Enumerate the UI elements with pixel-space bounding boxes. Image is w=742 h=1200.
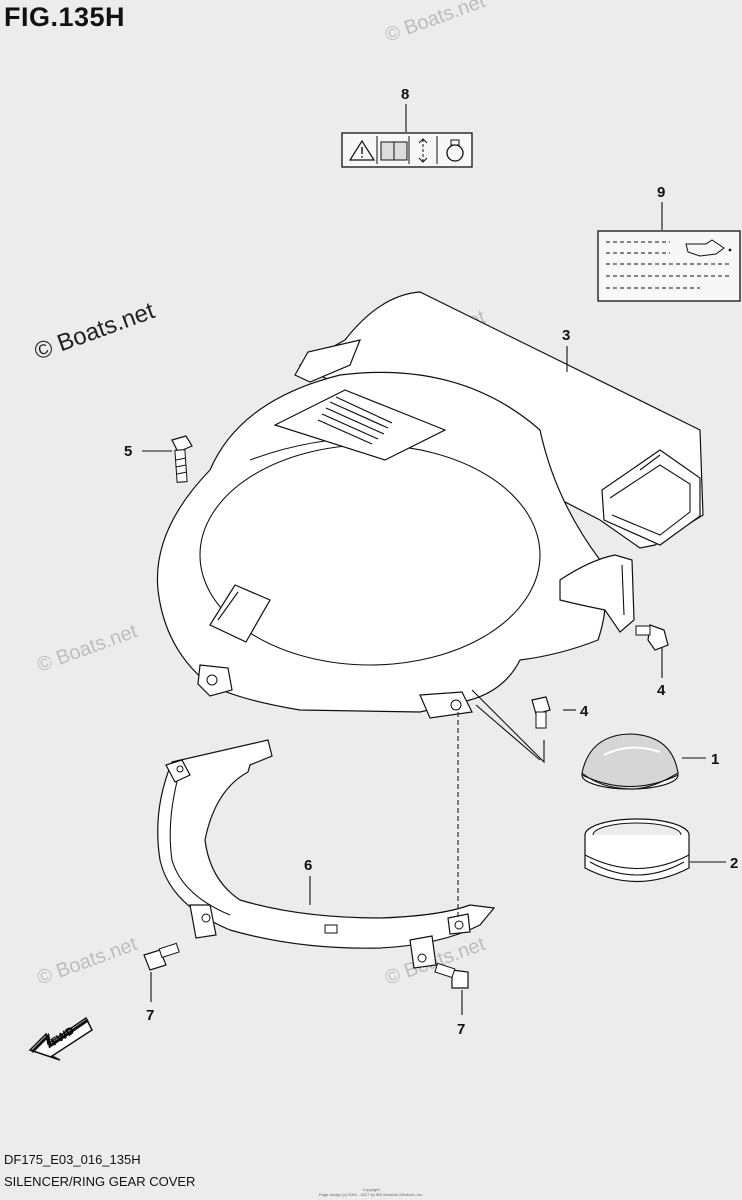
- watermark-text: © Boats.net: [34, 933, 140, 990]
- callout-6: 6: [304, 857, 312, 874]
- callout-3: 3: [562, 327, 570, 344]
- callout-2: 2: [730, 855, 738, 872]
- up-down-arrow-icon: [418, 138, 428, 163]
- watermark-text: © Boats.net: [31, 297, 159, 365]
- copyright-line-2: Page design (c) 2004 - 2017 by ARI Netwo…: [318, 1192, 424, 1197]
- oil-can-icon: [685, 239, 732, 257]
- gear-circle-icon: [446, 139, 464, 162]
- copyright-line-1: Copyright: [362, 1187, 380, 1192]
- part-9-oil-label[interactable]: [597, 202, 741, 302]
- figure-code: DF175_E03_016_135H: [4, 1152, 141, 1167]
- callout-5: 5: [124, 443, 132, 460]
- part-1-silencer-screen[interactable]: [581, 733, 679, 790]
- part-2-silencer-ring[interactable]: [584, 818, 690, 882]
- callout-1: 1: [711, 751, 719, 768]
- callout-4: 4: [580, 703, 589, 720]
- callout-7-right: 7: [457, 1021, 465, 1038]
- figure-title: FIG.135H: [4, 2, 126, 32]
- part-6-ring-gear-cover[interactable]: [157, 739, 496, 969]
- bolt-7-right[interactable]: [434, 962, 469, 989]
- callout-9: 9: [657, 184, 665, 201]
- manual-book-icon: [380, 141, 408, 161]
- warning-triangle-icon: [348, 139, 376, 161]
- part-3-silencer[interactable]: [156, 291, 704, 719]
- callout-4-right: 4: [657, 682, 666, 699]
- callout-7-left: 7: [146, 1007, 154, 1024]
- bolt-4-right[interactable]: [635, 624, 669, 651]
- watermark-text: © Boats.net: [382, 0, 488, 47]
- bolt-4[interactable]: [531, 696, 551, 729]
- watermark-text: © Boats.net: [34, 620, 140, 677]
- bolt-5[interactable]: [171, 435, 193, 483]
- figure-name: SILENCER/RING GEAR COVER: [4, 1174, 196, 1189]
- fwd-arrow-icon: FWD: [28, 1016, 93, 1061]
- callout-8: 8: [401, 86, 409, 103]
- part-8-warning-label[interactable]: [341, 104, 473, 168]
- leader-lines: [142, 346, 726, 1015]
- callout-labels: 8 9 3 5 4 4 1 2 6 7 7: [124, 86, 738, 1038]
- bolt-7-left[interactable]: [143, 942, 180, 971]
